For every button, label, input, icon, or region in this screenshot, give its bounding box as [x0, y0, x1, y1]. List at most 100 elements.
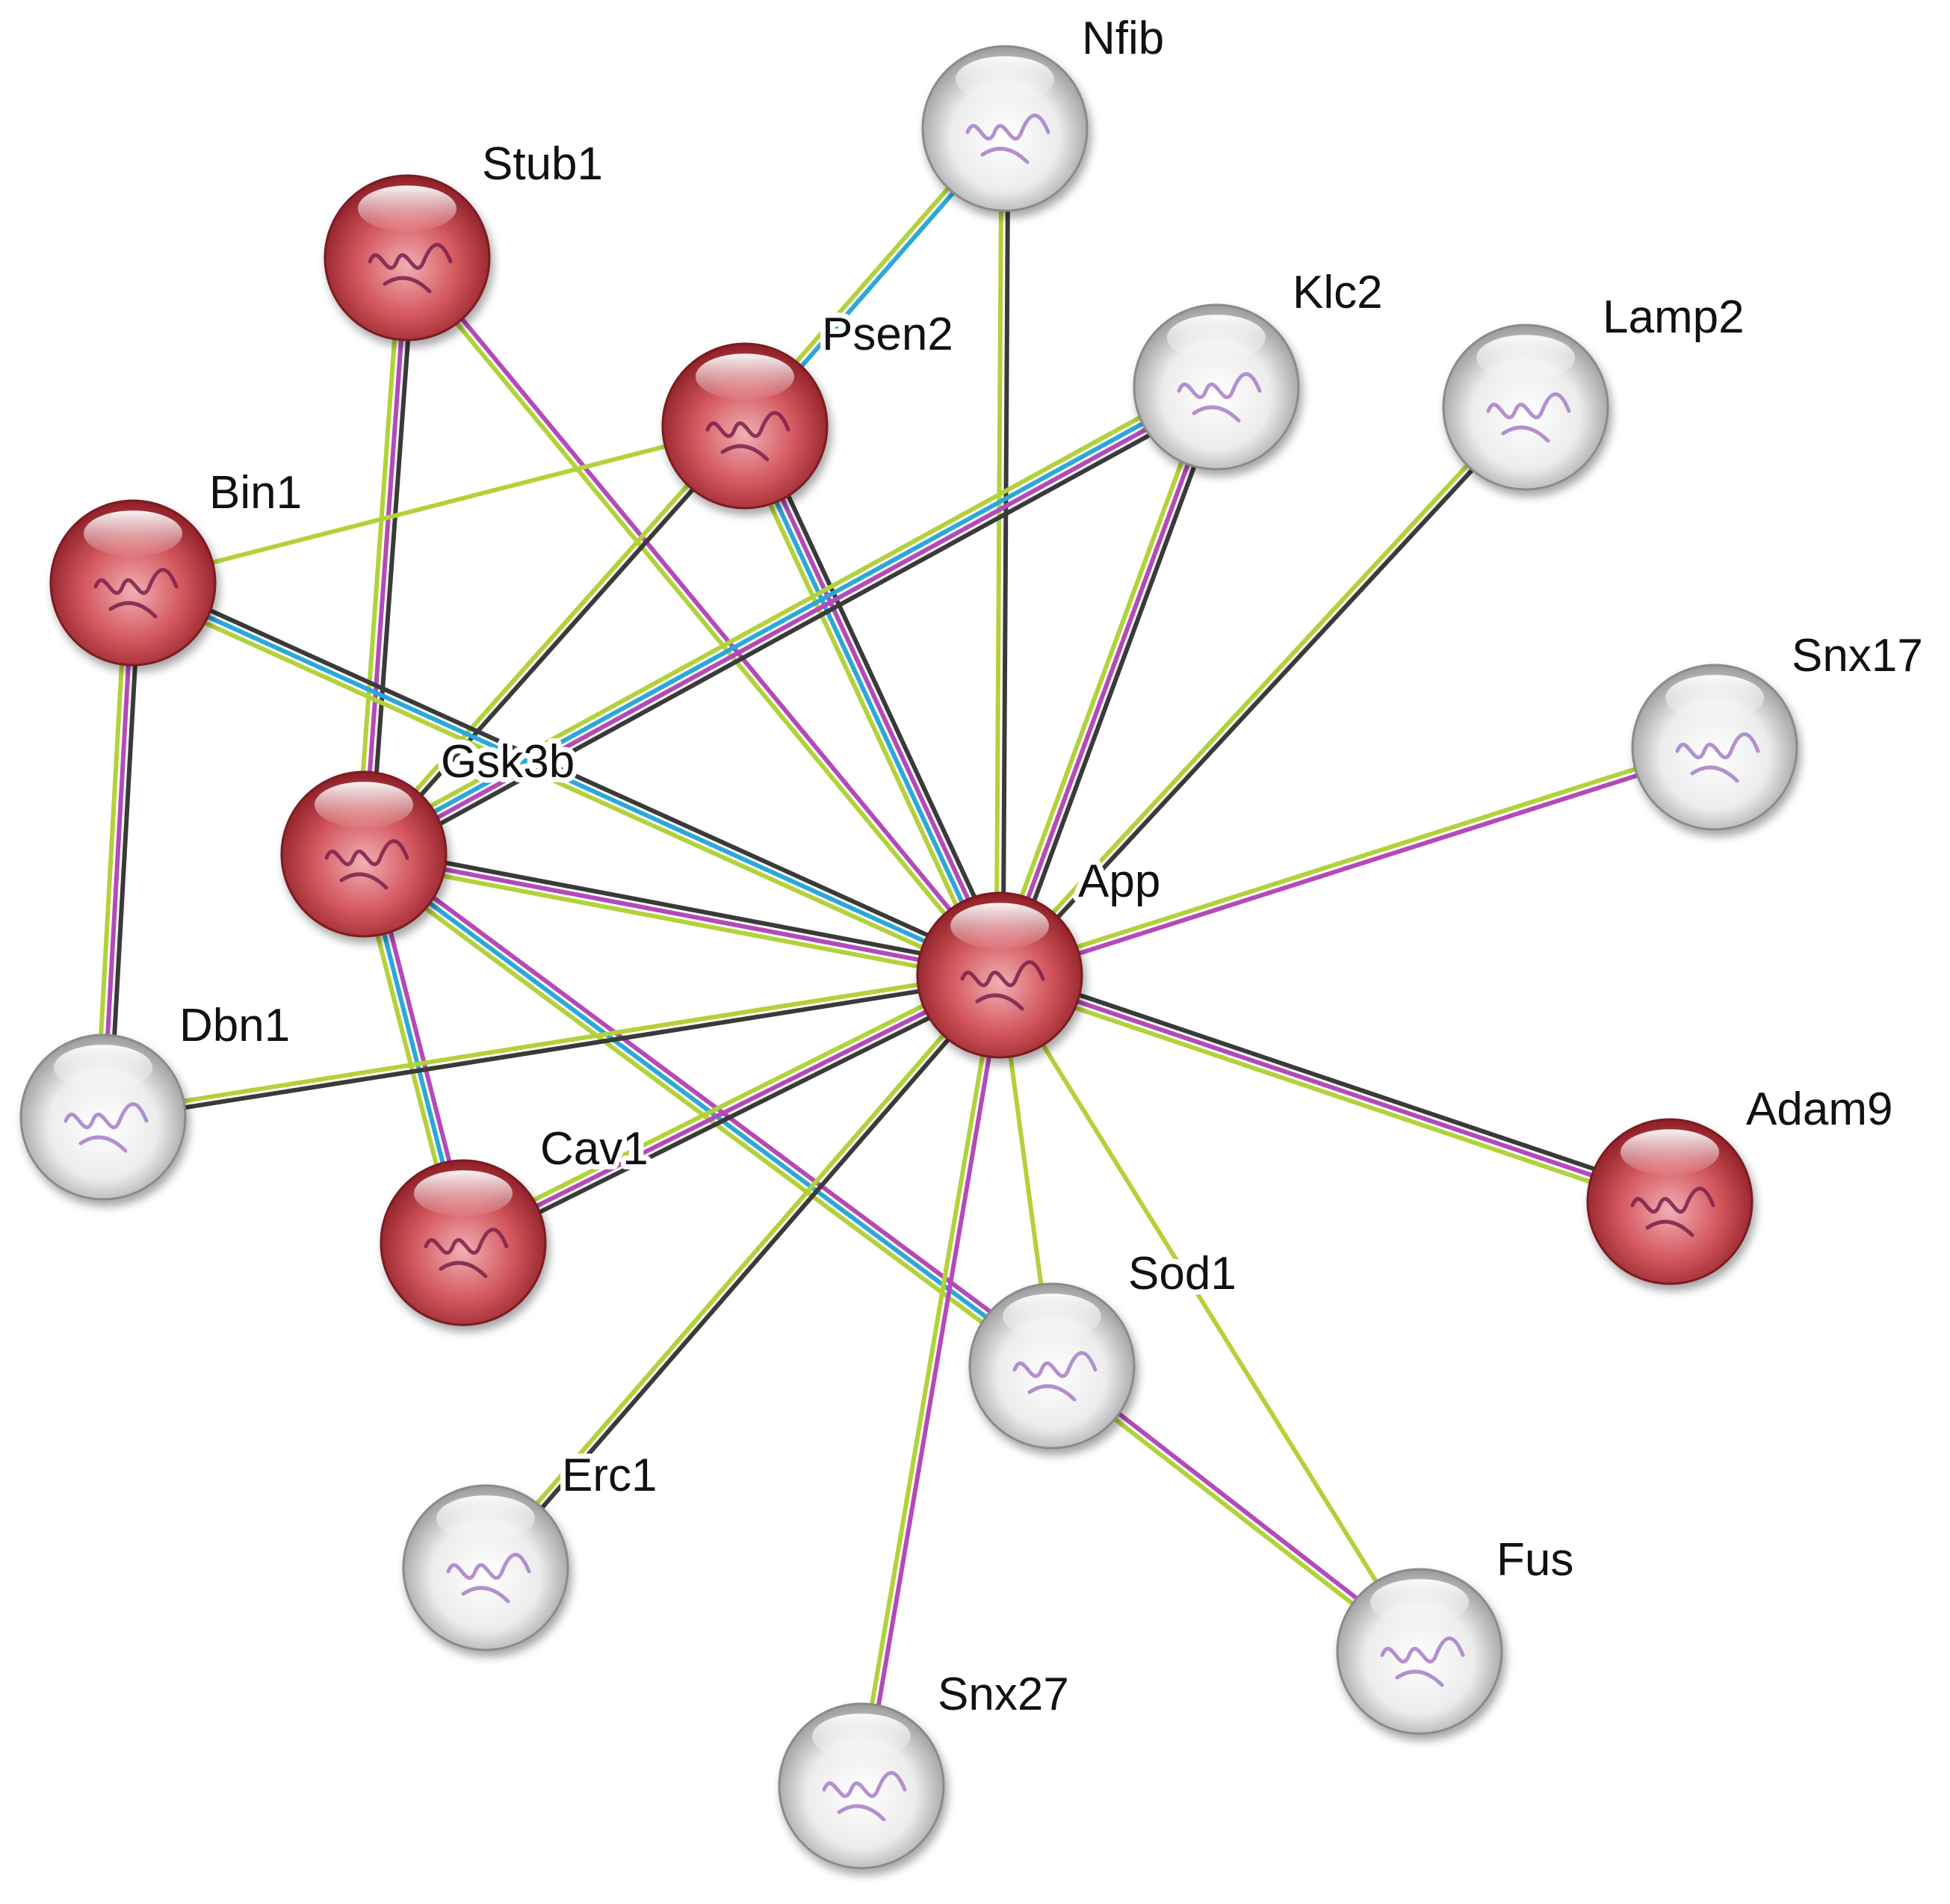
- edge-line-lime: [355, 257, 403, 854]
- node-psen2[interactable]: Psen2: [661, 303, 959, 510]
- edge-line-black: [368, 258, 416, 855]
- edge-line-lime: [997, 974, 1422, 1653]
- edge-line-lime: [855, 974, 999, 1786]
- node-app[interactable]: App: [916, 850, 1166, 1059]
- node-label: Nfib: [1082, 13, 1164, 64]
- edge-line-black: [1000, 408, 1530, 980]
- edge-line-magenta: [999, 973, 1671, 1204]
- node-label: Lamp2: [1603, 291, 1745, 343]
- edge-line-lime: [997, 741, 1715, 974]
- node-highlight: [84, 510, 182, 557]
- node-label: Erc1: [562, 1450, 657, 1501]
- edge-app-erc1: [481, 971, 1004, 1571]
- edge-line-lime: [734, 429, 993, 980]
- node-highlight: [315, 782, 413, 828]
- node-erc1[interactable]: Erc1: [402, 1444, 662, 1651]
- edge-line-lime: [132, 424, 746, 585]
- protein-structure-icon: [424, 1228, 509, 1279]
- edge-line-lime: [94, 582, 129, 1117]
- node-highlight: [1003, 1293, 1101, 1340]
- node-nfib[interactable]: Nfib: [921, 7, 1169, 212]
- node-gsk3b[interactable]: Gsk3b: [280, 731, 580, 938]
- edge-line-cyan: [361, 382, 1216, 853]
- edge-line-black: [365, 845, 1002, 971]
- edge-app-fus: [997, 974, 1422, 1653]
- protein-structure-icon: [1380, 1636, 1465, 1687]
- protein-structure-icon: [1012, 1351, 1098, 1402]
- node-label: Psen2: [822, 309, 953, 360]
- node-dbn1[interactable]: Dbn1: [19, 995, 295, 1201]
- node-highlight: [812, 1713, 911, 1760]
- node-label: Snx27: [938, 1669, 1069, 1720]
- edge-line-black: [365, 427, 749, 858]
- protein-structure-icon: [960, 960, 1045, 1011]
- edge-line-lime: [994, 128, 1004, 976]
- edge-line-black: [103, 976, 1001, 1123]
- protein-structure-icon: [324, 839, 409, 890]
- node-highlight: [1621, 1129, 1719, 1175]
- edge-line-lime: [481, 971, 999, 1568]
- protein-structure-icon: [965, 114, 1050, 164]
- node-label: Dbn1: [179, 1000, 290, 1051]
- node-highlight: [1167, 315, 1266, 361]
- edge-line-magenta: [408, 254, 1004, 975]
- node-highlight: [54, 1045, 152, 1091]
- edge-app-cav1: [459, 967, 1004, 1251]
- edge-line-lime: [362, 858, 999, 984]
- node-cav1[interactable]: Cav1: [380, 1118, 654, 1326]
- edge-bin1-dbn1: [94, 582, 142, 1118]
- edge-line-black: [1000, 128, 1011, 976]
- node-snx27[interactable]: Snx27: [778, 1663, 1074, 1870]
- edge-line-lime: [102, 969, 1000, 1116]
- edge-psen2-app: [734, 421, 1011, 980]
- edge-line-lime: [995, 403, 1525, 974]
- protein-structure-icon: [1630, 1187, 1715, 1237]
- node-label: Bin1: [209, 467, 302, 519]
- node-label: App: [1078, 856, 1160, 907]
- edge-nfib-app: [994, 128, 1011, 976]
- edge-line-lime: [459, 967, 998, 1239]
- node-lamp2[interactable]: Lamp2: [1442, 286, 1750, 491]
- edge-line-magenta: [1000, 748, 1717, 981]
- edge-line-black: [486, 975, 1004, 1571]
- edge-app-adam9: [997, 966, 1673, 1211]
- edge-line-cyan: [131, 581, 1001, 977]
- node-snx17[interactable]: Snx17: [1631, 625, 1928, 831]
- edge-line-magenta: [101, 582, 135, 1118]
- node-label: Cav1: [540, 1123, 649, 1175]
- protein-structure-icon: [1177, 372, 1262, 423]
- protein-structure-icon: [1486, 392, 1571, 443]
- node-highlight: [1370, 1579, 1469, 1625]
- edge-line-magenta: [364, 388, 1219, 859]
- node-sod1[interactable]: Sod1: [968, 1243, 1242, 1450]
- node-label: Klc2: [1293, 267, 1383, 318]
- node-label: Gsk3b: [441, 736, 575, 788]
- edge-line-magenta: [363, 852, 1000, 977]
- edge-psen2-gsk3b: [359, 422, 749, 858]
- protein-structure-icon: [93, 568, 179, 619]
- protein-structure-icon: [1675, 732, 1760, 783]
- node-label: Sod1: [1128, 1248, 1236, 1299]
- edge-line-magenta: [362, 257, 409, 855]
- node-fus[interactable]: Fus: [1336, 1529, 1579, 1735]
- edge-line-black: [1000, 966, 1673, 1198]
- edge-line-lime: [403, 258, 999, 979]
- node-bin1[interactable]: Bin1: [49, 462, 307, 667]
- node-label: Fus: [1496, 1534, 1573, 1586]
- protein-structure-icon: [705, 411, 790, 462]
- node-klc2[interactable]: Klc2: [1133, 262, 1388, 471]
- node-adam9[interactable]: Adam9: [1586, 1078, 1898, 1285]
- node-highlight: [414, 1170, 513, 1217]
- node-stub1[interactable]: Stub1: [324, 133, 608, 341]
- edge-gsk3b-app: [362, 845, 1002, 984]
- edge-line-magenta: [746, 423, 1005, 975]
- edge-line-lime: [358, 376, 1213, 847]
- edge-stub1-app: [403, 254, 1004, 979]
- node-label: Adam9: [1746, 1084, 1892, 1135]
- edge-line-magenta: [997, 386, 1219, 977]
- edge-line-black: [368, 394, 1222, 865]
- edge-line-black: [134, 575, 1003, 971]
- node-highlight: [1476, 335, 1575, 381]
